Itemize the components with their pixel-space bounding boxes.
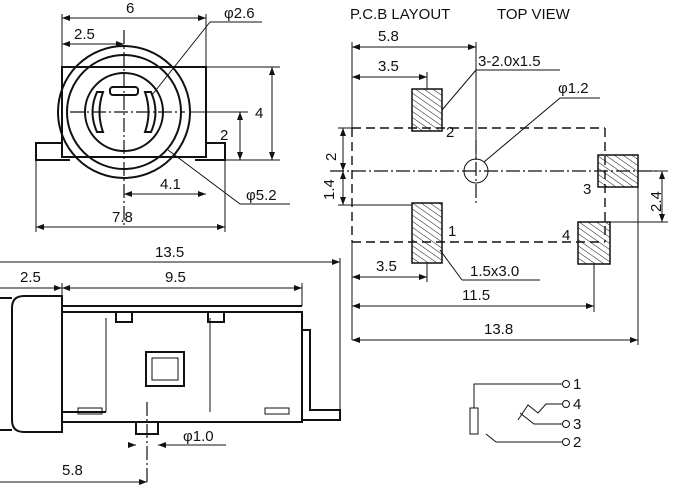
front-dim-hole-dia: φ2.6: [224, 5, 255, 22]
pcb-pad-label-3: 3: [583, 181, 591, 198]
pcb-pad-label-2: 2: [446, 124, 454, 141]
pcb-pad-3: [597, 154, 639, 188]
pcb-dim-hole-dia: φ1.2: [558, 80, 589, 97]
front-dim-center-height: 2: [220, 127, 228, 144]
side-dim-post-dia: φ1.0: [183, 428, 214, 445]
front-contact-left: [91, 91, 105, 133]
schematic-pin-1: 1: [573, 376, 581, 393]
front-dim-center-offset: 4.1: [160, 176, 181, 193]
schematic-pin-3: 3: [573, 416, 581, 433]
side-dim-post-offset: 5.8: [62, 462, 83, 479]
front-view: 6 2.5 φ2.6 4 2 4.1 φ5.2 7.8: [35, 0, 290, 232]
pcb-dim-pad-offset-bottom: 3.5: [376, 258, 397, 275]
side-front-cap: [11, 295, 63, 433]
pcb-layout-title: P.C.B LAYOUT: [350, 6, 450, 23]
front-dim-height: 4: [255, 105, 263, 122]
side-main-body: [61, 311, 303, 423]
pcb-dim-width: 5.8: [378, 28, 399, 45]
pcb-dim-115: 11.5: [462, 287, 490, 304]
front-dim-outer-dia: φ5.2: [246, 187, 277, 204]
schematic: 1 4 3 2: [469, 376, 581, 451]
pcb-pad-label-1: 1: [448, 223, 456, 240]
front-right-foot: [195, 142, 226, 161]
pcb-pad-1: [411, 202, 443, 264]
top-view-title: TOP VIEW: [497, 6, 571, 23]
pcb-pad-4: [577, 221, 611, 265]
side-view: 13.5 2.5 9.5 5.8 φ1.0: [0, 244, 341, 485]
pcb-dim-pitch-14: 1.4: [321, 179, 338, 200]
pcb-dim-pad-offset: 3.5: [378, 58, 399, 75]
pcb-dim-pad-size-top: 3-2.0x1.5: [478, 53, 541, 70]
schematic-pin-4: 4: [573, 396, 581, 413]
front-dim-width: 6: [126, 0, 134, 17]
schematic-pin-4-node: [562, 400, 570, 408]
schematic-sleeve: [469, 407, 479, 435]
pcb-dim-pitch-2: 2: [323, 153, 340, 161]
side-window: [145, 351, 185, 387]
front-dim-offset: 2.5: [74, 26, 95, 43]
side-right-terminal: [302, 329, 341, 421]
schematic-pin-2: 2: [573, 434, 581, 451]
pcb-dim-pitch-24: 2.4: [648, 191, 665, 212]
front-dim-total-width: 7.8: [112, 209, 133, 226]
schematic-pin-3-node: [562, 420, 570, 428]
front-contact-right: [143, 91, 157, 133]
schematic-pin-1-node: [562, 380, 570, 388]
pcb-dim-pad-size-bottom: 1.5x3.0: [470, 263, 519, 280]
side-dim-front: 2.5: [20, 269, 41, 286]
front-left-foot: [35, 142, 70, 161]
pcb-dim-138: 13.8: [484, 321, 513, 338]
schematic-pin-2-node: [562, 438, 570, 446]
pcb-pad-2: [411, 88, 443, 132]
pcb-pad-label-4: 4: [562, 227, 570, 244]
pcb-layout: P.C.B LAYOUT TOP VIEW 2 1 3 4 5.8 3.5: [321, 6, 668, 345]
side-dim-length: 13.5: [155, 244, 184, 261]
side-dim-body: 9.5: [165, 269, 186, 286]
